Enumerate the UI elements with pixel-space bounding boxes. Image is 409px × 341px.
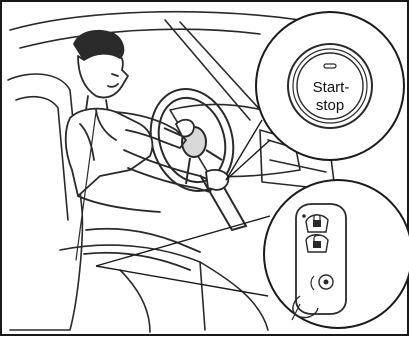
start-label-line2: stop	[316, 97, 344, 114]
key-fob-callout	[264, 180, 409, 328]
lock-icon	[313, 220, 321, 227]
unlock-icon	[313, 241, 321, 248]
start-label-line1: Start-	[313, 79, 350, 96]
start-button-callout: Start- stop	[256, 12, 404, 160]
indicator-lamp	[324, 64, 336, 68]
unlock-button	[306, 235, 328, 252]
